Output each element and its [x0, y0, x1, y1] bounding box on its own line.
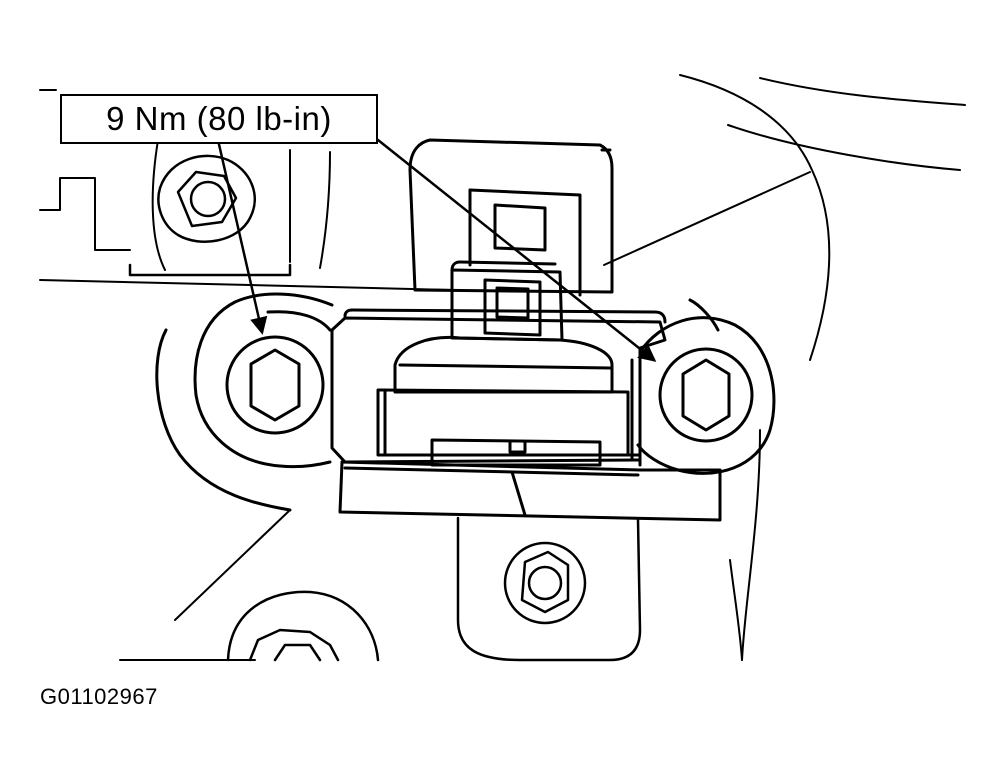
right-bolt-head-icon	[658, 347, 754, 443]
figure-id: G01102967	[40, 684, 158, 709]
right-bolt-arrow-icon	[376, 138, 657, 362]
torque-leader-lines	[216, 138, 657, 362]
sensor-body	[330, 308, 722, 522]
lower-left-nut-icon	[226, 590, 380, 662]
left-mounting-ear	[155, 292, 334, 512]
lower-bracket	[456, 516, 642, 662]
torque-callout-label: 9 Nm (80 lb-in)	[106, 100, 332, 137]
left-bolt-head-icon	[225, 335, 325, 435]
upper-left-nut	[128, 154, 292, 277]
right-mounting-ear	[636, 298, 776, 475]
engine-casting-outline	[39, 74, 966, 661]
torque-callout: 9 Nm (80 lb-in)	[60, 94, 378, 144]
left-bolt-arrow-icon	[216, 138, 268, 335]
lower-nut-icon	[503, 541, 587, 625]
